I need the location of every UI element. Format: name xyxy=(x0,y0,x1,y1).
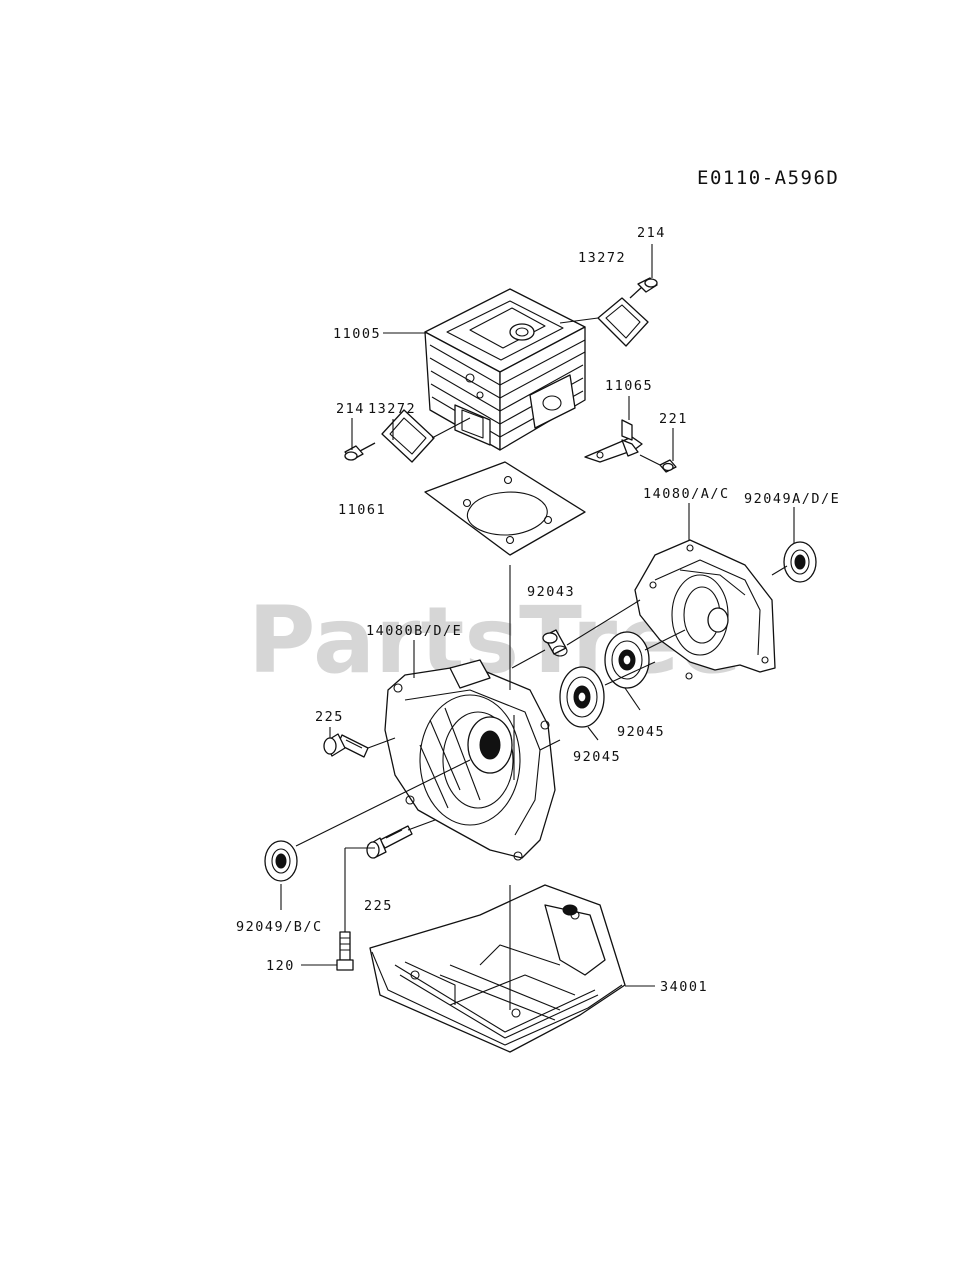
part-11005-cylinder[interactable] xyxy=(424,288,586,451)
callout-214-left: 214 xyxy=(336,401,365,417)
callout-225-lower: 225 xyxy=(364,898,393,914)
callout-92045-right: 92045 xyxy=(617,724,665,740)
part-225-bolt-upper[interactable] xyxy=(323,733,369,758)
leader-lines xyxy=(280,244,795,1010)
callout-120: 120 xyxy=(266,958,295,974)
callout-92049-bc: 92049/B/C xyxy=(236,919,323,935)
part-92049-bc-oil-seal[interactable] xyxy=(264,840,298,882)
part-221-screw[interactable] xyxy=(639,454,677,473)
part-214-screw-top[interactable] xyxy=(629,277,658,299)
callout-34001: 34001 xyxy=(660,979,708,995)
callout-labels: 214 13272 11005 13272 214 11065 221 1106… xyxy=(236,225,840,995)
part-11065-bracket[interactable] xyxy=(584,419,643,463)
part-11061-base-gasket[interactable] xyxy=(424,461,586,556)
callout-221: 221 xyxy=(659,411,688,427)
callout-14080-ac: 14080/A/C xyxy=(643,486,730,502)
callout-11065: 11065 xyxy=(605,378,653,394)
callout-14080-bde: 14080B/D/E xyxy=(366,623,462,639)
callout-92043: 92043 xyxy=(527,584,575,600)
callout-11061: 11061 xyxy=(338,502,386,518)
callout-13272-top: 13272 xyxy=(578,250,626,266)
part-13272-gasket-top[interactable] xyxy=(597,297,649,347)
part-14080-bde-crankcase-left[interactable] xyxy=(384,659,556,861)
part-92043-sleeve[interactable] xyxy=(542,629,568,657)
part-92045-bearing-right[interactable] xyxy=(604,631,650,689)
part-225-bolt-lower[interactable] xyxy=(366,825,413,859)
callout-92049-ade: 92049A/D/E xyxy=(744,491,840,507)
callout-225-upper: 225 xyxy=(315,709,344,725)
part-120-bolt[interactable] xyxy=(336,931,354,971)
callout-13272-left: 13272 xyxy=(368,401,416,417)
part-13272-gasket-left[interactable] xyxy=(381,409,435,463)
callout-214-top: 214 xyxy=(637,225,666,241)
callout-11005: 11005 xyxy=(333,326,381,342)
part-34001-cover[interactable] xyxy=(369,884,626,1053)
part-14080-ac-crankcase-right[interactable] xyxy=(634,539,776,680)
part-214-screw-left[interactable] xyxy=(344,442,376,461)
part-92049-ade-oil-seal[interactable] xyxy=(783,541,817,583)
callout-92045-left: 92045 xyxy=(573,749,621,765)
part-92045-bearing-left[interactable] xyxy=(559,666,605,728)
diagram-code: E0110-A596D xyxy=(697,167,839,189)
